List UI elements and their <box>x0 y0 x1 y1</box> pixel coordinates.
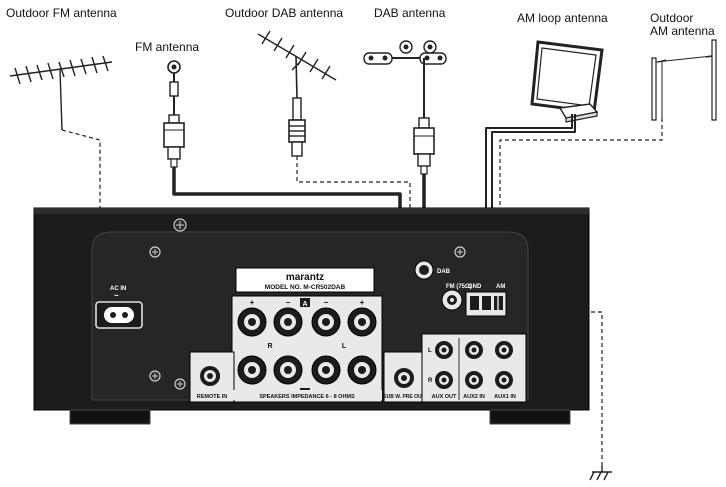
plus-sign: + <box>250 298 255 307</box>
channel-r-label: R <box>267 343 272 350</box>
am-gnd-terminals: GND AM <box>465 284 507 317</box>
fm-75-label: FM (75Ω) <box>446 284 472 290</box>
dab-antenna-icon <box>363 40 447 175</box>
am-label: AM <box>496 284 505 290</box>
ac-inlet: AC IN ~ <box>95 286 143 329</box>
fm-jack: FM (75Ω) <box>441 284 472 311</box>
dab-jack: DAB <box>414 260 451 280</box>
plus-sign: + <box>360 298 365 307</box>
aux1-in-label: AUX1 IN <box>494 394 516 400</box>
fm-antenna-icon <box>163 60 185 168</box>
ground-icon <box>589 466 612 481</box>
dab-jack-label: DAB <box>437 269 451 275</box>
am-loop-antenna-icon <box>530 40 604 123</box>
speaker-terminals: A B + − − + R L + − − + <box>231 295 383 403</box>
aux-r-label: R <box>428 378 433 384</box>
minus-sign: − <box>324 298 329 307</box>
subw-pre-out-label: SUB W. PRE OUT <box>383 394 424 400</box>
speaker-a-label: A <box>302 301 307 308</box>
ac-symbol: ~ <box>114 291 119 300</box>
label-outdoor-am-line1: Outdoor <box>650 11 693 25</box>
aux-out-label: AUX OUT <box>432 394 457 400</box>
remote-in-jack: REMOTE IN <box>189 351 235 403</box>
aux2-in-label: AUX2 IN <box>463 394 485 400</box>
ac-in-label: AC IN <box>110 286 126 292</box>
speakers-impedance-label: SPEAKERS IMPEDANCE 6 - 8 OHMS <box>259 394 355 400</box>
outdoor-dab-antenna-icon <box>257 30 337 157</box>
aux-jacks: L R AUX OUT AUX2 IN AUX1 IN <box>421 333 527 403</box>
remote-in-label: REMOTE IN <box>197 394 228 400</box>
label-am-loop-antenna: AM loop antenna <box>517 11 608 25</box>
channel-l-label: L <box>342 343 347 350</box>
minus-sign: − <box>286 298 291 307</box>
label-outdoor-am-line2: AM antenna <box>650 24 715 38</box>
label-dab-antenna: DAB antenna <box>374 6 446 20</box>
model-number: MODEL NO. M-CR502DAB <box>265 284 346 291</box>
subw-pre-out-jack: SUB W. PRE OUT <box>383 351 425 403</box>
label-outdoor-fm-antenna: Outdoor FM antenna <box>6 6 117 20</box>
model-label-plate: marantz MODEL NO. M-CR502DAB <box>235 267 375 293</box>
outdoor-am-antenna-icon <box>651 39 717 121</box>
brand-logo: marantz <box>286 272 324 283</box>
label-outdoor-dab-antenna: Outdoor DAB antenna <box>225 6 343 20</box>
label-fm-antenna: FM antenna <box>135 40 199 54</box>
gnd-label: GND <box>468 284 482 290</box>
aux-l-label: L <box>428 348 432 354</box>
outdoor-fm-antenna-icon <box>9 55 113 131</box>
